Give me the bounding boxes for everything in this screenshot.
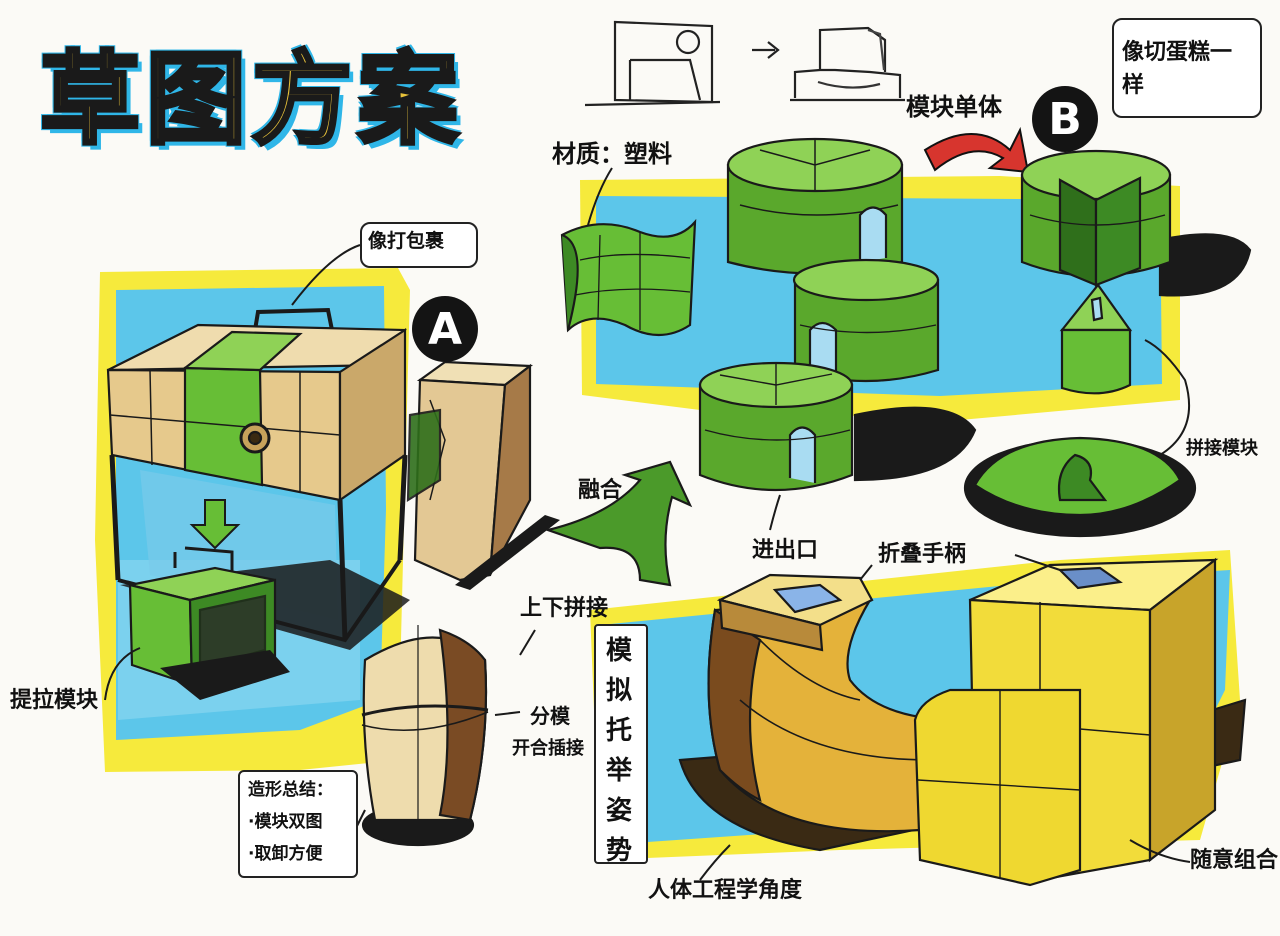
cake-note-box xyxy=(1112,18,1262,118)
cylinder-bottom xyxy=(698,361,977,492)
fusion-label: 融合 xyxy=(578,478,623,503)
seat-module xyxy=(678,557,1247,887)
up-down-stack-label: 上下拼接 xyxy=(520,596,609,621)
ergonomics-label: 人体工程学角度 xyxy=(648,878,803,903)
module-assembly-label: 模块单体 xyxy=(906,93,1002,121)
riding-char-2: 拟 xyxy=(605,676,632,706)
stack-module-label: 拼接模块 xyxy=(1186,438,1258,459)
summary-note-box xyxy=(238,770,358,878)
top-sketches xyxy=(584,20,905,107)
like-cake-label: 像切蛋糕一样 xyxy=(1122,40,1233,98)
wedge-module xyxy=(406,360,560,590)
green-crate xyxy=(128,546,290,700)
pull-module-label: 提拉模块 xyxy=(10,688,99,713)
shape-summary-line-3: ·取卸方便 xyxy=(248,844,323,864)
package-note-box xyxy=(360,222,478,268)
material-label: 材质：塑料 xyxy=(552,140,672,168)
entrance-label: 进出口 xyxy=(752,538,819,563)
shape-summary-line-1: 造形总结： xyxy=(248,780,333,800)
cake-slice xyxy=(1059,283,1133,395)
open-close-label: 开合插接 xyxy=(512,738,584,759)
riding-char-4: 举 xyxy=(605,756,632,786)
fusion-arrow xyxy=(544,460,693,587)
label-a-circle: A xyxy=(412,296,478,362)
material-sheet xyxy=(560,218,697,336)
riding-note-box xyxy=(594,624,648,864)
barrel-module xyxy=(361,625,489,847)
folding-handle-label: 折叠手柄 xyxy=(878,542,967,567)
simulate-riding-label: 模 拟 托 举 姿 势 xyxy=(598,630,640,867)
shape-summary-line-2: ·模块双图 xyxy=(248,812,323,832)
riding-char-1: 模 xyxy=(605,636,632,666)
riding-char-3: 托 xyxy=(605,716,632,746)
down-arrow xyxy=(189,499,241,550)
page-title: 草图方案 xyxy=(38,38,464,160)
free-combination-label: 随意组合 xyxy=(1190,848,1279,873)
cake-cylinder xyxy=(1020,149,1252,297)
riding-char-6: 势 xyxy=(605,836,632,866)
label-b-circle: B xyxy=(1032,86,1098,152)
cylinder-top xyxy=(726,137,904,275)
riding-char-5: 姿 xyxy=(605,796,632,826)
like-package-label: 像打包裹 xyxy=(368,230,445,252)
split-open-label: 分模 xyxy=(530,704,570,728)
cylinder-middle xyxy=(792,258,940,383)
dome-module xyxy=(963,436,1197,538)
